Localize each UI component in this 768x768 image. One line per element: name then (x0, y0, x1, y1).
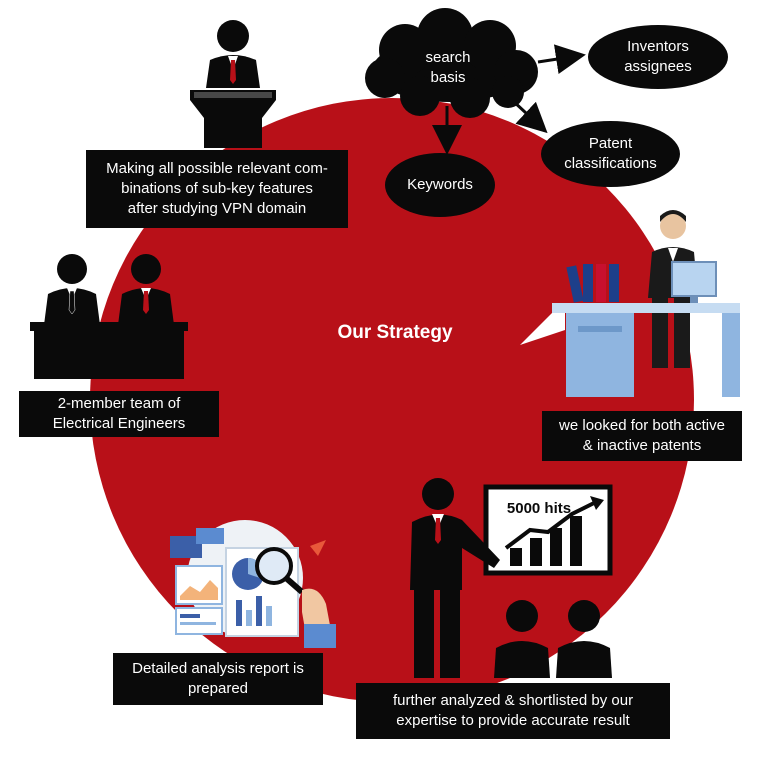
patents-line1: we looked for both active (559, 417, 725, 434)
inventors-line1: Inventors (627, 38, 689, 55)
team-line1: 2-member team of (57, 395, 181, 412)
two-member-team-icon (30, 254, 188, 379)
combinations-line1: Making all possible relevant com- (106, 160, 328, 177)
presenter-with-chart-icon (410, 478, 613, 678)
hits-count: 5000 hits (506, 500, 572, 517)
shortlist-line2: expertise to provide accurate result (396, 712, 630, 729)
shortlist-label: further analyzed & shortlisted by our ex… (356, 683, 670, 739)
search-basis-cloud-icon (365, 8, 538, 118)
patent-classifications-oval: Patent classifications (541, 121, 680, 187)
analysis-report-icon (170, 520, 336, 648)
team-label: 2-member team of Electrical Engineers (19, 391, 219, 437)
patents-label: we looked for both active & inactive pat… (542, 411, 742, 461)
search-basis-line2: basis (430, 69, 466, 86)
team-line2: Electrical Engineers (52, 415, 186, 432)
search-basis-label: search basis (395, 46, 501, 90)
report-label: Detailed analysis report is prepared (113, 653, 323, 705)
patents-line2: & inactive patents (582, 437, 702, 454)
report-line2: prepared (187, 680, 249, 697)
combinations-label: Making all possible relevant com- binati… (86, 150, 348, 228)
arrow-to-patent (510, 98, 548, 134)
speaker-at-podium-icon (190, 20, 276, 148)
person-at-desk-icon (520, 210, 740, 397)
combinations-line3: after studying VPN domain (127, 200, 307, 217)
arrow-to-inventors (537, 44, 586, 75)
patent-line2: classifications (564, 155, 657, 172)
keywords-oval: Keywords (385, 153, 495, 217)
inventors-line2: assignees (624, 58, 692, 75)
center-title: Our Strategy (337, 322, 453, 343)
combinations-line2: binations of sub-key features (121, 180, 313, 197)
inventors-assignees-oval: Inventors assignees (588, 25, 728, 89)
shortlist-line1: further analyzed & shortlisted by our (392, 692, 634, 709)
keywords-line1: Keywords (407, 176, 473, 193)
search-basis-line1: search (425, 49, 471, 66)
report-line1: Detailed analysis report is (132, 660, 304, 677)
patent-line1: Patent (588, 135, 633, 152)
